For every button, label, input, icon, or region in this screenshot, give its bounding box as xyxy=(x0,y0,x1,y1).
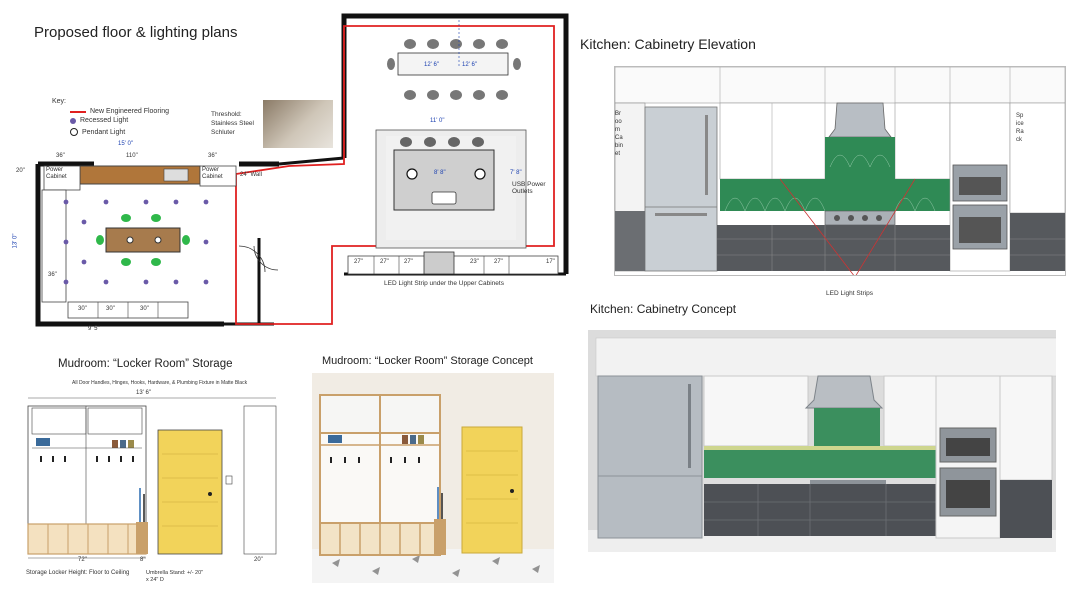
led-note: LED Light Strip under the Upper Cabinets xyxy=(384,280,504,287)
umbrella-note: Umbrella Stand: +/- 20" x 24" D xyxy=(146,570,204,583)
dim-island-width: 11' 0" xyxy=(430,118,445,124)
led-strips-label: LED Light Strips xyxy=(826,290,873,297)
dim-base-27d: 27" xyxy=(494,259,503,265)
power-cabinet-right: Power Cabinet xyxy=(202,167,223,180)
mudroom-concept-render xyxy=(312,373,554,583)
dim-side-36: 36" xyxy=(48,272,57,278)
concept-title: Kitchen: Cabinetry Concept xyxy=(590,302,737,316)
dim-bench-30c: 30" xyxy=(140,306,149,312)
dim-island-a: 8' 8" xyxy=(434,170,446,176)
pendant-light-icon xyxy=(70,128,78,136)
key-pendant: Pendant Light xyxy=(70,128,169,136)
dim-base-23: 23" xyxy=(470,259,479,265)
power-cabinet-left: Power Cabinet xyxy=(46,167,67,180)
dim-top-110: 110" xyxy=(126,153,138,159)
elevation-drawing xyxy=(614,66,1066,276)
dim-top-36b: 36" xyxy=(208,153,217,159)
dim-dining-b: 12' 6" xyxy=(462,62,477,68)
spice-rack-label: Spice Rack xyxy=(1016,113,1024,143)
elevation-title: Kitchen: Cabinetry Elevation xyxy=(580,36,756,52)
floor-plan-drawing xyxy=(35,13,569,327)
key-recessed: Recessed Light xyxy=(70,117,169,124)
dim-bottom-95: 9' 5" xyxy=(88,326,100,332)
plan-key: Key: New Engineered Flooring Recessed Li… xyxy=(52,98,169,136)
broom-cabinet-label: Broom Cabinet xyxy=(615,111,624,157)
mudroom-dim-8: 8" xyxy=(140,557,146,563)
mudroom-elevation-drawing xyxy=(27,397,277,559)
kitchen-concept-render xyxy=(588,330,1056,552)
wall-note: 24" Wall xyxy=(240,172,262,178)
dim-base-27a: 27" xyxy=(354,259,363,265)
flooring-line-icon xyxy=(70,110,86,113)
dim-base-27b: 27" xyxy=(380,259,389,265)
mudroom-dim-72: 72" xyxy=(78,557,87,563)
mudroom-concept-title: Mudroom: “Locker Room” Storage Concept xyxy=(322,355,533,367)
flooring-boundary xyxy=(235,25,555,325)
usb-note: USB Power Outlets xyxy=(512,181,546,195)
dim-side-20: 20" xyxy=(16,168,25,174)
dim-top-overall: 15' 0" xyxy=(118,141,133,147)
dim-bench-30a: 30" xyxy=(78,306,87,312)
mudroom-plan-title: Mudroom: “Locker Room” Storage xyxy=(58,358,233,370)
mudroom-dim-20: 20" xyxy=(254,557,263,563)
dim-left-130: 13' 0" xyxy=(12,233,19,249)
recessed-light-icon xyxy=(70,117,76,124)
dim-bench-30b: 30" xyxy=(106,306,115,312)
dim-top-36a: 36" xyxy=(56,153,65,159)
floor-plan-title: Proposed floor & lighting plans xyxy=(34,24,238,41)
mudroom-height-note: Storage Locker Height: Floor to Ceiling xyxy=(26,570,130,576)
key-heading: Key: xyxy=(52,98,67,105)
mudroom-width-dim: 13' 6" xyxy=(136,390,151,396)
threshold-note: Threshold: Stainless Steel Schluter xyxy=(211,111,254,136)
dim-base-27c: 27" xyxy=(404,259,413,265)
dim-island-b: 7' 8" xyxy=(510,170,522,176)
dim-dining-a: 12' 6" xyxy=(424,62,439,68)
mudroom-note: All Door Handles, Hinges, Hooks, Hardwar… xyxy=(72,380,248,386)
key-flooring: New Engineered Flooring xyxy=(70,108,169,115)
dim-base-17: 17" xyxy=(546,259,555,265)
threshold-photo xyxy=(263,100,333,148)
